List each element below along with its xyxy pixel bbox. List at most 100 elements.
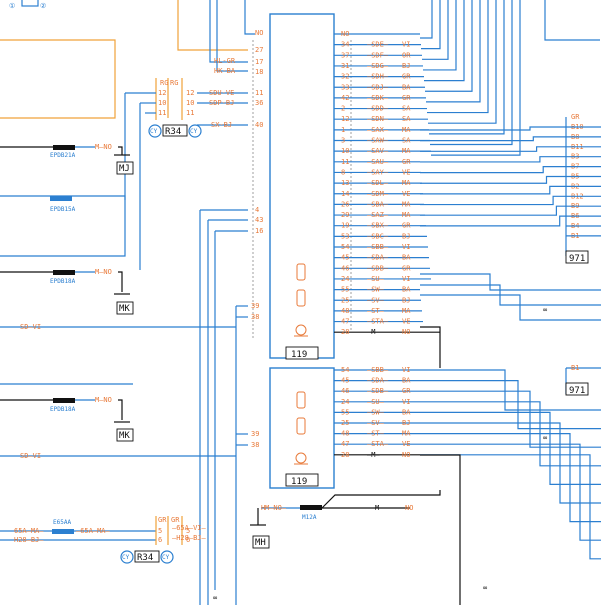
ecu-right-pin: 19 xyxy=(341,222,349,230)
r34-upper-pin-l0: 12 xyxy=(158,89,166,97)
ecu-right-pin: 32 xyxy=(341,73,349,81)
ecu-right-color: NO xyxy=(402,328,410,336)
route-top xyxy=(423,0,457,71)
route-top-right xyxy=(544,0,600,41)
splice-epdb18a-2: EPDB18A M—NO MK xyxy=(0,396,134,442)
route-top xyxy=(431,0,521,156)
pin-18: 18 xyxy=(255,68,263,76)
ecu-right-color: BA xyxy=(402,286,411,294)
ecu-right-pin: 2 xyxy=(341,105,345,113)
left-orange-frame xyxy=(0,39,116,119)
ecu-lower-route xyxy=(420,422,601,504)
pin-36: 36 xyxy=(255,99,263,107)
ecu-right-color: VI xyxy=(402,243,410,251)
ecu-right-color: BA xyxy=(402,254,411,262)
ecu-lower-right-signal: —M— xyxy=(367,451,380,459)
route-971 xyxy=(420,195,566,206)
route-971 xyxy=(420,175,566,184)
ecu-right-pin: 8 xyxy=(341,168,345,176)
ecu-right-pin: 3 xyxy=(341,137,345,145)
ecu-lower-right-pin: 54 xyxy=(341,366,349,374)
sig-hk-ba: HK-BA xyxy=(214,67,236,75)
ecu-lower-right-color: BJ xyxy=(402,419,410,427)
inline-connector-1: ∞ xyxy=(543,306,547,314)
ecu-right-signal: —SDK— xyxy=(367,94,389,102)
ecu-lower-right-signal: —SBB— xyxy=(367,366,389,374)
route-top xyxy=(425,0,473,92)
ecu-right-pin: 55 xyxy=(341,286,349,294)
ecu-right-pin: 53 xyxy=(341,232,349,240)
route-971 xyxy=(420,156,566,163)
svg-text:M—NO: M—NO xyxy=(95,143,112,151)
ecu-right-color: BJ xyxy=(402,232,410,240)
ecu-119-lower-box xyxy=(269,367,335,489)
svg-text:NO: NO xyxy=(405,504,413,512)
ecu-right-signal: —SAU— xyxy=(367,158,389,166)
ecu-right-color: VE xyxy=(402,318,410,326)
ecu-right-pin: NO xyxy=(341,30,349,38)
ecu-right-color: MA xyxy=(402,211,411,219)
pin-40: 40 xyxy=(255,121,263,129)
ecu-lower-right-signal: —SW— xyxy=(367,408,385,416)
splice-m12a: M12A M—NO— M NO H MH xyxy=(250,490,441,549)
ecu-right-pin: 12 xyxy=(341,115,349,123)
route-top xyxy=(426,0,481,103)
ecu-right-signal: —SU— xyxy=(367,275,385,283)
ecu-right-pin: 10 xyxy=(341,147,349,155)
ecu-right-pin: 25 xyxy=(341,296,349,304)
ecu-right-color: MA xyxy=(402,179,411,187)
ecu-right-color: VE xyxy=(402,168,410,176)
ecu-right-signal: —STA— xyxy=(367,318,389,326)
ecu-lower-route xyxy=(420,433,601,523)
route-top xyxy=(424,0,465,82)
route-971 xyxy=(420,126,566,131)
r34-upper-top-r: RG xyxy=(170,79,178,87)
route-971 xyxy=(420,185,566,195)
ecu-119-label-box xyxy=(285,346,319,360)
sig-sdp-bj: SDP-BJ xyxy=(209,99,234,107)
ecu-right-color: SA xyxy=(402,105,411,113)
connector-971-lower: B1 971 xyxy=(565,364,601,396)
ecu-lower-right-color: BA xyxy=(402,377,411,385)
pin-27: 27 xyxy=(255,46,263,54)
ecu-right-color: BA xyxy=(402,83,411,91)
wire-m-28-up xyxy=(420,326,441,368)
circle-marker-1: ① xyxy=(9,2,15,10)
ecu-right-pin: 46 xyxy=(341,264,349,272)
ecu-right-signal: —M— xyxy=(367,328,380,336)
ecu-lower-right-color: BA xyxy=(402,408,411,416)
r34-lower-rwire-1: —65A—VI— xyxy=(172,524,207,532)
ecu-right-color: SA xyxy=(402,115,411,123)
circle-box xyxy=(21,0,39,7)
svg-text:MK: MK xyxy=(119,431,130,441)
ecu-right-color: GR xyxy=(402,264,411,272)
ecu-right-color: GR xyxy=(402,158,411,166)
ecu-lower-route xyxy=(420,411,601,485)
ecu-lower-route xyxy=(420,454,601,560)
ecu-right-signal: —SDJ— xyxy=(367,83,389,91)
wire-top-3 xyxy=(216,0,248,72)
ecu-119-lower-label-box xyxy=(285,473,319,487)
route-mid-2 xyxy=(420,294,601,321)
svg-text:MK: MK xyxy=(119,304,130,314)
ecu-right-signal: —SDN— xyxy=(367,115,389,123)
ecu-right-signal: —SAY— xyxy=(367,168,389,176)
ecu-right-signal: —ST— xyxy=(367,307,385,315)
ecu-right-pin: 33 xyxy=(341,83,349,91)
fuse-icons-lower xyxy=(294,391,308,465)
r34-lower-splice-id: E65AA xyxy=(53,519,71,526)
ecu-lower-route xyxy=(420,390,601,448)
ecu-lower-right-pin: 28 xyxy=(341,451,349,459)
ecu-right-color: GR xyxy=(402,222,411,230)
route-mid-3 xyxy=(420,273,601,291)
svg-text:M—NO: M—NO xyxy=(95,396,112,404)
ecu-right-color: BJ xyxy=(402,62,410,70)
ecu-119-lower-label: 119 xyxy=(291,477,307,487)
svg-text:GR: GR xyxy=(158,516,167,524)
pin-17: 17 xyxy=(255,58,263,66)
ecu-lower-right-color: VI xyxy=(402,398,410,406)
svg-text:5: 5 xyxy=(186,527,190,535)
ecu-right-signal: —SV— xyxy=(367,296,385,304)
svg-text:6: 6 xyxy=(158,536,162,544)
r34-upper-pin-l1: 10 xyxy=(158,99,166,107)
